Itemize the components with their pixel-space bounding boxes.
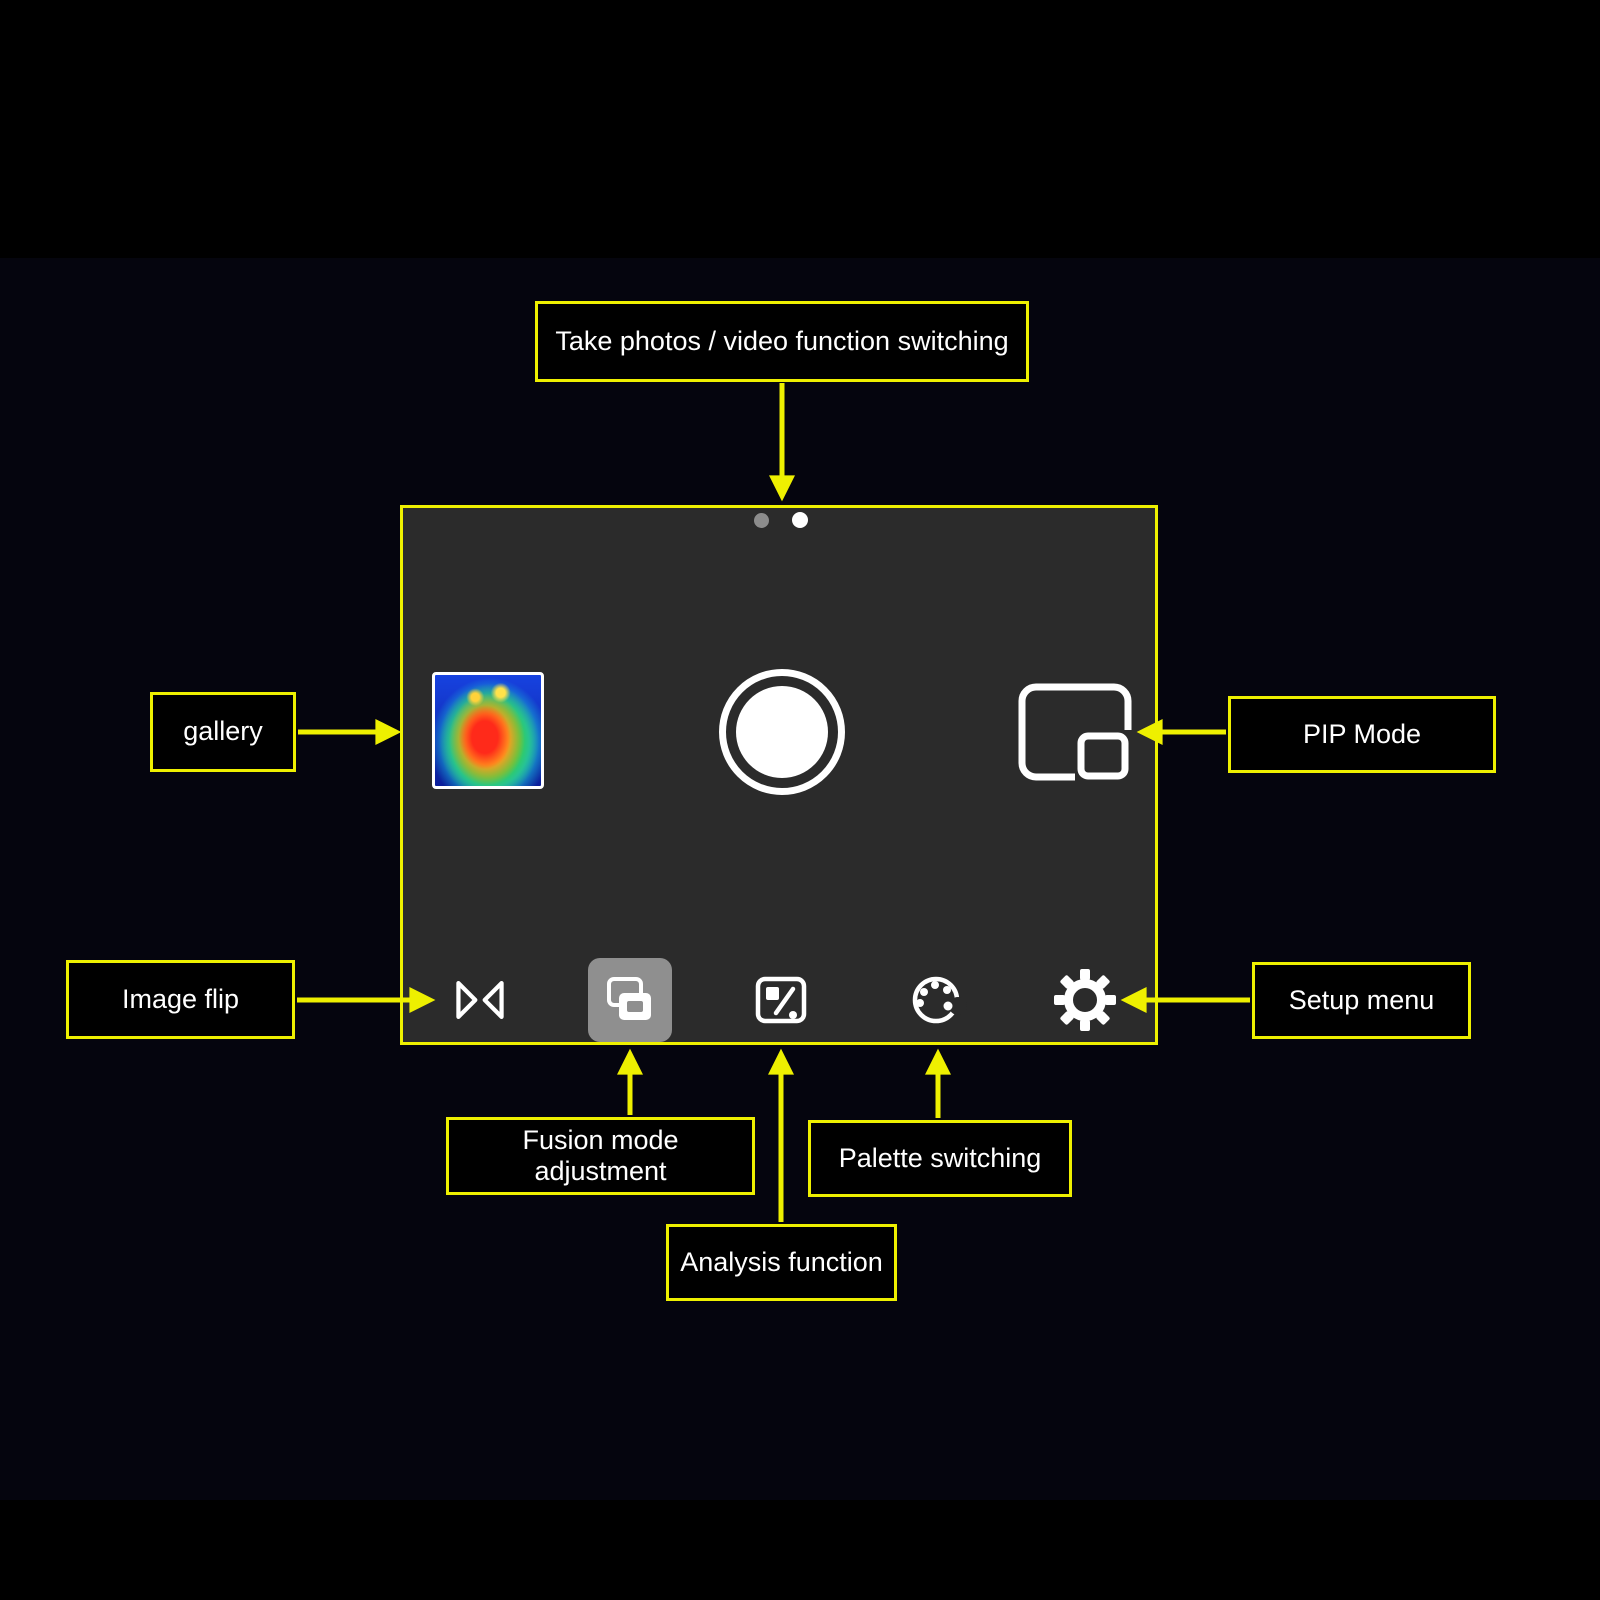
label-setup-menu-text: Setup menu xyxy=(1288,984,1435,1015)
label-fusion-mode-text: Fusion mode adjustment xyxy=(522,1124,679,1186)
label-gallery: gallery xyxy=(150,692,296,772)
label-palette-switching-text: Palette switching xyxy=(838,1142,1042,1173)
label-pip-mode-text: PIP Mode xyxy=(1302,718,1422,749)
label-palette-switching: Palette switching xyxy=(808,1120,1072,1197)
label-setup-menu: Setup menu xyxy=(1252,962,1471,1039)
label-gallery-text: gallery xyxy=(183,716,263,747)
label-take-photos: Take photos / video function switching xyxy=(535,301,1029,382)
shutter-button-ring[interactable] xyxy=(719,669,845,795)
image-flip-icon[interactable] xyxy=(450,970,510,1030)
shutter-button[interactable] xyxy=(736,686,828,778)
analysis-icon[interactable] xyxy=(749,968,813,1032)
label-take-photos-text: Take photos / video function switching xyxy=(555,325,1009,356)
pip-mode-icon[interactable] xyxy=(1017,682,1133,782)
gallery-thumbnail[interactable] xyxy=(432,672,544,789)
fusion-mode-icon[interactable] xyxy=(598,968,662,1032)
gear-icon[interactable] xyxy=(1053,968,1117,1032)
label-fusion-mode: Fusion mode adjustment xyxy=(446,1117,755,1195)
mode-dot-photo[interactable] xyxy=(754,513,769,528)
label-analysis-function-text: Analysis function xyxy=(680,1246,883,1277)
top-black-band xyxy=(0,0,1600,258)
mode-dot-video[interactable] xyxy=(792,512,808,528)
bottom-black-band xyxy=(0,1500,1600,1600)
label-pip-mode: PIP Mode xyxy=(1228,696,1496,773)
label-analysis-function: Analysis function xyxy=(666,1224,897,1301)
label-image-flip: Image flip xyxy=(66,960,295,1039)
palette-icon[interactable] xyxy=(904,968,968,1032)
label-image-flip-text: Image flip xyxy=(121,983,240,1014)
